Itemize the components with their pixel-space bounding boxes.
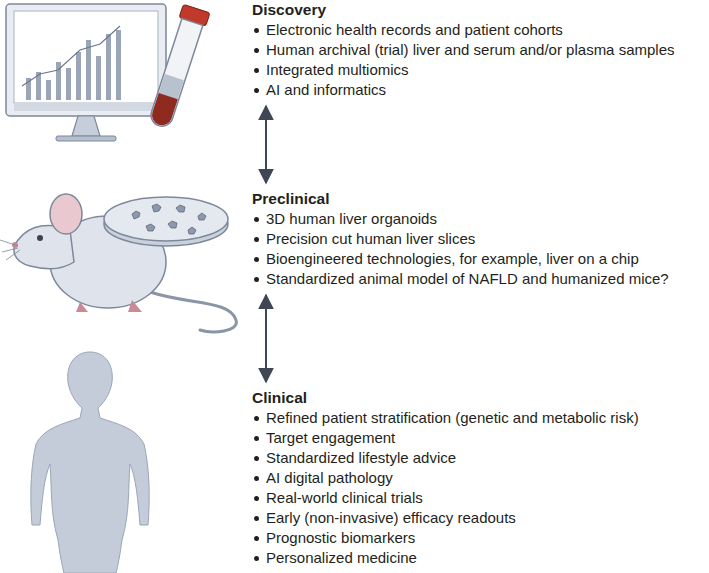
- bullet-item: Integrated multiomics: [252, 60, 704, 80]
- bullet-item: Bioengineered technologies, for example,…: [252, 249, 704, 269]
- bullet-item: Real-world clinical trials: [252, 488, 704, 508]
- mouse-illustration: [0, 194, 236, 332]
- bullet-item: Target engagement: [252, 428, 704, 448]
- bullet-dot: [254, 88, 259, 93]
- bullet-item: Personalized medicine: [252, 548, 704, 568]
- bullet-item: Human archival (trial) liver and serum a…: [252, 40, 704, 60]
- stage-heading: Preclinical: [252, 189, 704, 209]
- bullet-item: Standardized lifestyle advice: [252, 448, 704, 468]
- stage-heading: Clinical: [252, 388, 704, 408]
- test-tube-illustration: [145, 4, 210, 130]
- bullet-item: Refined patient stratification (genetic …: [252, 408, 704, 428]
- bullet-item: Early (non-invasive) efficacy readouts: [252, 508, 704, 528]
- bullet-dot: [254, 476, 259, 481]
- bullet-dot: [254, 257, 259, 262]
- bullet-dot: [254, 416, 259, 421]
- stage-section: Preclinical3D human liver organoidsPreci…: [252, 189, 704, 289]
- bullet-dot: [254, 456, 259, 461]
- bullet-item: AI digital pathology: [252, 468, 704, 488]
- bullet-dot: [254, 68, 259, 73]
- stage-section: DiscoveryElectronic health records and p…: [252, 0, 704, 100]
- bullet-dot: [254, 237, 259, 242]
- bullet-item: 3D human liver organoids: [252, 209, 704, 229]
- human-figure: [31, 352, 149, 573]
- double-arrow: [265, 106, 267, 183]
- bullet-dot: [254, 436, 259, 441]
- bullet-item: AI and informatics: [252, 80, 704, 100]
- bullet-item: Standardized animal model of NAFLD and h…: [252, 269, 704, 289]
- bullet-dot: [254, 496, 259, 501]
- bullet-item: Electronic health records and patient co…: [252, 20, 704, 40]
- petri-dish-illustration: [104, 197, 228, 246]
- double-arrow: [265, 295, 267, 382]
- bullet-dot: [254, 277, 259, 282]
- monitor-illustration: [6, 4, 166, 141]
- bullet-dot: [254, 48, 259, 53]
- bullet-dot: [254, 28, 259, 33]
- stage-section: ClinicalRefined patient stratification (…: [252, 388, 704, 568]
- bullet-dot: [254, 217, 259, 222]
- bullet-dot: [254, 556, 259, 561]
- stage-heading: Discovery: [252, 0, 704, 20]
- bullet-item: Precision cut human liver slices: [252, 229, 704, 249]
- bullet-dot: [254, 516, 259, 521]
- bullet-dot: [254, 536, 259, 541]
- bullet-item: Prognostic biomarkers: [252, 528, 704, 548]
